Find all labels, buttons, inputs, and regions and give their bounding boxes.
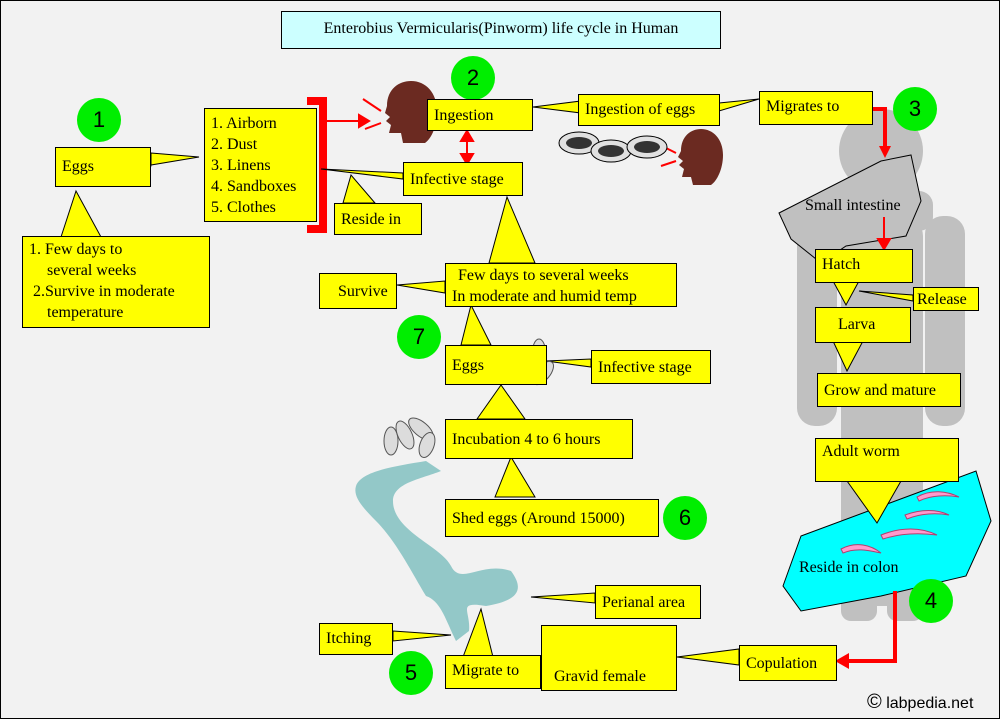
eggs-step7-box: Eggs [445, 345, 547, 385]
callout-vehicle-line [320, 168, 404, 180]
step-2-marker: 2 [451, 56, 495, 100]
copulation-box: Copulation [739, 645, 837, 681]
reside-in-box: Reside in [334, 203, 422, 235]
vehicles-box: 1. Airborn 2. Dust 3. Linens 4. Sandboxe… [204, 108, 317, 222]
survive-line2: temperature [47, 304, 124, 321]
vehicle-sandboxes: 4. Sandboxes [211, 178, 297, 195]
callout-eggs1 [150, 152, 200, 166]
infective-stage-2-box: Infective stage [591, 350, 711, 384]
survive-box: Survive [319, 273, 397, 309]
copyright-icon: © [867, 691, 882, 713]
migrate-to-box: Migrate to [445, 655, 541, 689]
step-5-marker: 5 [389, 651, 433, 695]
callout-ingeggs [718, 98, 760, 112]
gravid-female-label: Gravid female [554, 668, 646, 685]
few-days-temp-line1: Few days to several weeks [458, 267, 629, 284]
itching-box: Itching [319, 623, 393, 655]
eggs-box: Eggs [55, 147, 151, 187]
head-icon-1 [385, 81, 437, 143]
small-intestine-label: Small intestine [805, 197, 901, 214]
eggs-label: Eggs [62, 158, 94, 175]
ingestion-of-eggs-box: Ingestion of eggs [578, 94, 720, 126]
ingestion-box: Ingestion [427, 99, 533, 131]
callout-survive [396, 280, 446, 294]
step-3-marker: 3 [893, 87, 937, 131]
reside-in-colon-label: Reside in colon [799, 559, 899, 576]
callout-itching [392, 630, 452, 642]
perianal-shape [355, 461, 518, 641]
adult-worm-label: Adult worm [822, 443, 900, 460]
perianal-area-box: Perianal area [595, 585, 701, 619]
callout-copulation [676, 648, 740, 666]
callout-fewdays [60, 189, 102, 238]
vehicle-dust: 2. Dust [211, 136, 258, 153]
credit-text: labpedia.net [886, 695, 974, 712]
shed-eggs-box: Shed eggs (Around 15000) [445, 499, 659, 537]
few-days-line1: 1. Few days to [29, 241, 123, 258]
infective-stage-box: Infective stage [403, 162, 523, 196]
vehicle-clothes: 5. Clothes [211, 199, 276, 216]
step-7-marker: 7 [397, 315, 441, 359]
migrates-to-box: Migrates to [759, 91, 873, 125]
vehicle-linens: 3. Linens [211, 157, 271, 174]
gravid-female-box: Gravid female [541, 625, 677, 691]
callout-reside [342, 173, 377, 204]
release-box: Release [913, 287, 979, 311]
larva-box: Larva [815, 307, 911, 343]
callout-7eggs [460, 303, 492, 346]
few-days-box: 1. Few days to several weeks 2.Survive i… [22, 236, 210, 328]
eggs-step7-label: Eggs [452, 357, 484, 374]
step-6-marker: 6 [663, 496, 707, 540]
diagram-title: Enterobius Vermicularis(Pinworm) life cy… [281, 11, 721, 49]
credit-label: © labpedia.net [867, 691, 973, 714]
callout-shed [494, 455, 536, 498]
callout-incub [476, 384, 526, 420]
few-days-line2: several weeks [47, 262, 137, 279]
few-days-temp-line2: In moderate and humid temp [452, 288, 637, 305]
callout-ingestion [532, 100, 582, 114]
egg-icons-incubation [383, 417, 436, 458]
step-4-marker: 4 [909, 579, 953, 623]
head-icon-2 [678, 129, 723, 185]
callout-perianal [530, 592, 596, 604]
step-1-marker: 1 [77, 98, 121, 142]
callout-infective [488, 195, 536, 264]
hatch-box: Hatch [815, 249, 913, 283]
adult-worm-box: Adult worm [815, 438, 959, 482]
grow-and-mature-box: Grow and mature [817, 373, 961, 407]
incubation-box: Incubation 4 to 6 hours [445, 419, 633, 459]
small-intestine-shape [778, 154, 922, 264]
few-days-temp-box: Few days to several weeks In moderate an… [445, 263, 677, 307]
survive-line1: 2.Survive in moderate [33, 283, 175, 300]
vehicle-airborn: 1. Airborn [211, 115, 277, 132]
